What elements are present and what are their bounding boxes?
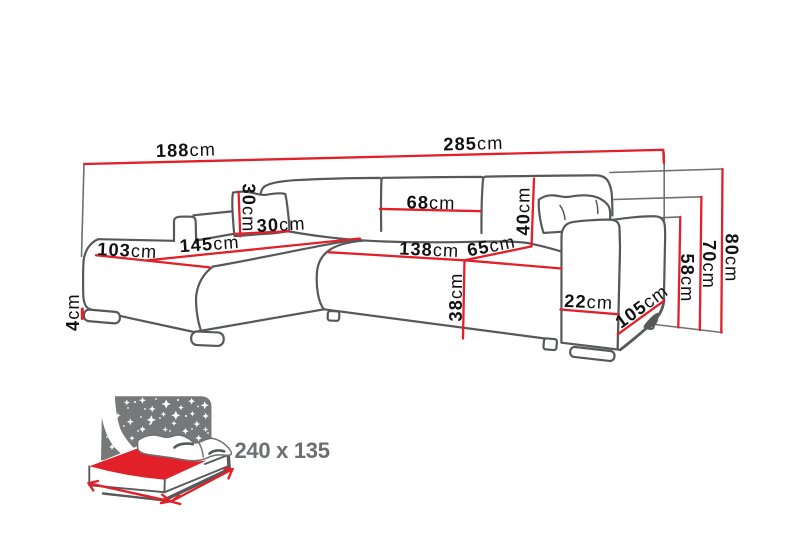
svg-text:4cm: 4cm <box>63 293 83 331</box>
svg-text:145cm: 145cm <box>179 232 240 256</box>
svg-text:38cm: 38cm <box>446 273 466 322</box>
svg-text:58cm: 58cm <box>677 254 697 303</box>
svg-text:30cm: 30cm <box>256 213 306 236</box>
svg-text:285cm: 285cm <box>443 133 504 155</box>
svg-text:68cm: 68cm <box>406 192 455 213</box>
svg-text:138cm: 138cm <box>399 239 460 262</box>
svg-text:103cm: 103cm <box>97 239 158 262</box>
svg-text:40cm: 40cm <box>514 187 534 236</box>
svg-text:240 x 135: 240 x 135 <box>235 438 330 463</box>
svg-text:80cm: 80cm <box>722 234 742 283</box>
svg-text:22cm: 22cm <box>564 291 614 313</box>
svg-text:30cm: 30cm <box>239 184 259 233</box>
svg-text:65cm: 65cm <box>465 231 517 260</box>
svg-text:188cm: 188cm <box>156 139 217 161</box>
svg-text:70cm: 70cm <box>699 240 719 289</box>
